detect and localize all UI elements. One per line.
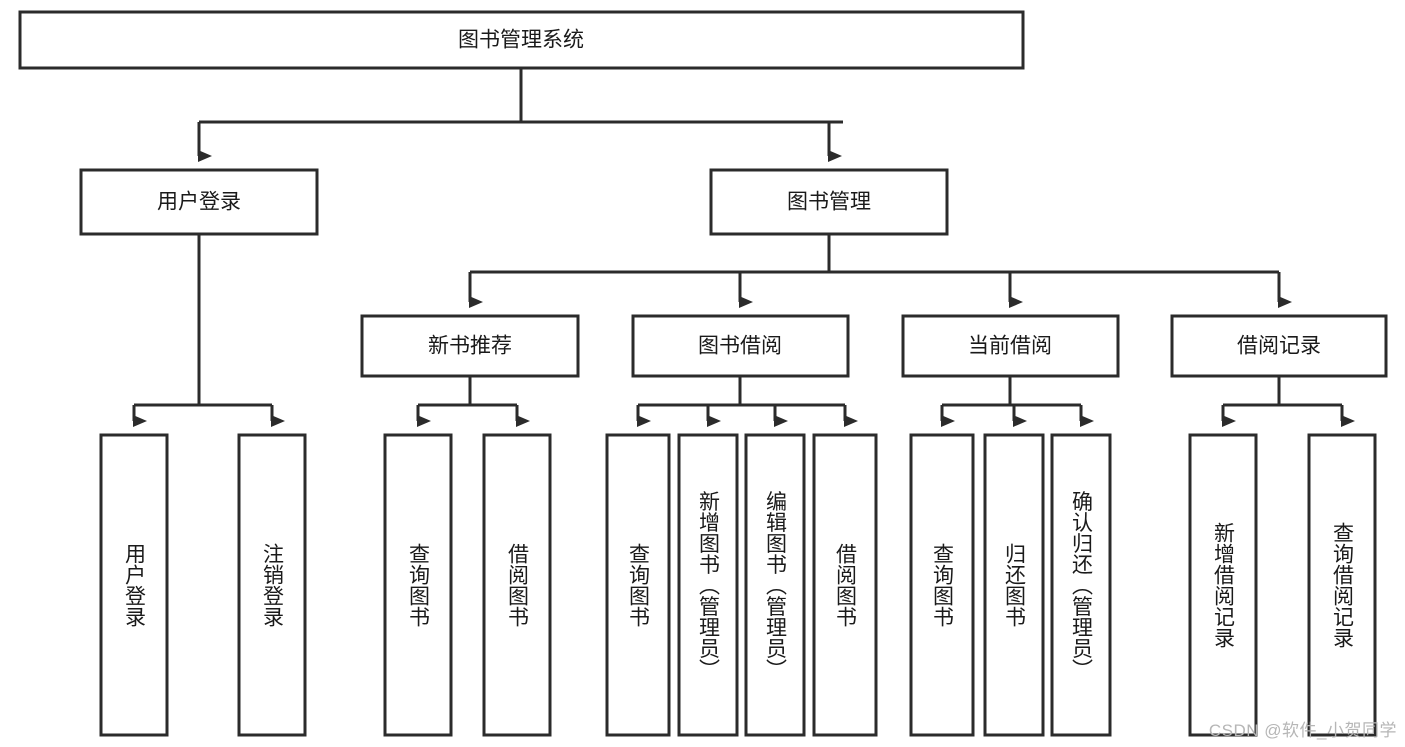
node-borrowing-record-label: 借阅记录 [1237, 335, 1321, 358]
leaf-return-book[interactable]: 归还图书 [983, 433, 1045, 737]
leaf-borrow-book-borrow-label: 借阅图书 [834, 543, 858, 627]
edges-borrowrecord-to-leaves [1221, 376, 1355, 427]
leaf-add-borrow-record-box [1188, 433, 1258, 737]
leaf-borrow-book-borrow[interactable]: 借阅图书 [812, 433, 878, 737]
leaf-add-book-admin-box [677, 433, 739, 737]
leaf-return-book-box [983, 433, 1045, 737]
leaf-edit-book-admin[interactable]: 编辑图书（管理员） [744, 433, 806, 737]
edges-newbookrec-to-leaves [416, 376, 530, 427]
node-book-borrowing[interactable]: 图书借阅 [631, 314, 850, 378]
node-new-book-recommendation-label: 新书推荐 [428, 335, 512, 358]
node-borrowing-record-box [1170, 314, 1388, 378]
leaf-user-login-box [99, 433, 169, 737]
node-book-management-label: 图书管理 [787, 191, 871, 214]
node-root-box [18, 10, 1025, 70]
leaf-confirm-return-admin-label: 确认归还（管理员） [1070, 491, 1094, 680]
leaf-add-borrow-record[interactable]: 新增借阅记录 [1188, 433, 1258, 737]
leaf-borrow-book-rec[interactable]: 借阅图书 [482, 433, 552, 737]
node-book-borrowing-box [631, 314, 850, 378]
leaf-add-book-admin-label: 新增图书（管理员） [697, 491, 721, 680]
leaf-query-book-current[interactable]: 查询图书 [909, 433, 975, 737]
node-book-management[interactable]: 图书管理 [709, 168, 949, 236]
leaf-query-book-borrow-box [605, 433, 671, 737]
leaf-query-borrow-record[interactable]: 查询借阅记录 [1307, 433, 1377, 737]
node-root-book-management-system[interactable]: 图书管理系统 [18, 10, 1025, 70]
edges-userlogin-to-leaves [132, 234, 285, 427]
node-book-borrowing-label: 图书借阅 [698, 335, 782, 358]
leaf-query-book-borrow-label: 查询图书 [627, 543, 651, 627]
node-borrowing-record[interactable]: 借阅记录 [1170, 314, 1388, 378]
leaf-add-borrow-record-label: 新增借阅记录 [1212, 522, 1236, 648]
node-current-borrowing[interactable]: 当前借阅 [901, 314, 1120, 378]
leaf-edit-book-admin-label: 编辑图书（管理员） [764, 491, 788, 680]
node-current-borrowing-label: 当前借阅 [968, 335, 1052, 358]
edges-root-to-level2 [197, 68, 843, 162]
node-current-borrowing-box [901, 314, 1120, 378]
node-user-login[interactable]: 用户登录 [79, 168, 319, 236]
leaf-edit-book-admin-box [744, 433, 806, 737]
leaf-query-book-rec-box [383, 433, 453, 737]
leaf-query-book-borrow[interactable]: 查询图书 [605, 433, 671, 737]
leaf-add-book-admin[interactable]: 新增图书（管理员） [677, 433, 739, 737]
leaf-query-borrow-record-label: 查询借阅记录 [1331, 522, 1355, 648]
leaf-logout[interactable]: 注销登录 [237, 433, 307, 737]
node-user-login-box [79, 168, 319, 236]
node-new-book-recommendation[interactable]: 新书推荐 [360, 314, 580, 378]
leaf-borrow-book-borrow-box [812, 433, 878, 737]
leaf-query-book-current-box [909, 433, 975, 737]
node-book-management-box [709, 168, 949, 236]
edges-bookmgmt-to-level3 [468, 234, 1292, 308]
leaf-confirm-return-admin-box [1050, 433, 1112, 737]
leaf-borrow-book-rec-label: 借阅图书 [506, 543, 530, 627]
leaf-query-book-current-label: 查询图书 [931, 543, 955, 627]
leaf-logout-box [237, 433, 307, 737]
edges-bookborrow-to-leaves [636, 376, 858, 427]
node-new-book-recommendation-box [360, 314, 580, 378]
leaf-borrow-book-rec-box [482, 433, 552, 737]
node-user-login-label: 用户登录 [157, 191, 241, 214]
leaf-user-login-label: 用户登录 [123, 543, 147, 627]
leaf-query-book-rec-label: 查询图书 [407, 543, 431, 627]
leaf-user-login[interactable]: 用户登录 [99, 433, 169, 737]
leaf-return-book-label: 归还图书 [1003, 543, 1027, 627]
leaf-confirm-return-admin[interactable]: 确认归还（管理员） [1050, 433, 1112, 737]
leaf-query-book-rec[interactable]: 查询图书 [383, 433, 453, 737]
leaf-logout-label: 注销登录 [261, 543, 285, 627]
edges-currentborrow-to-leaves [940, 376, 1094, 427]
node-root-label: 图书管理系统 [458, 29, 584, 52]
leaf-query-borrow-record-box [1307, 433, 1377, 737]
